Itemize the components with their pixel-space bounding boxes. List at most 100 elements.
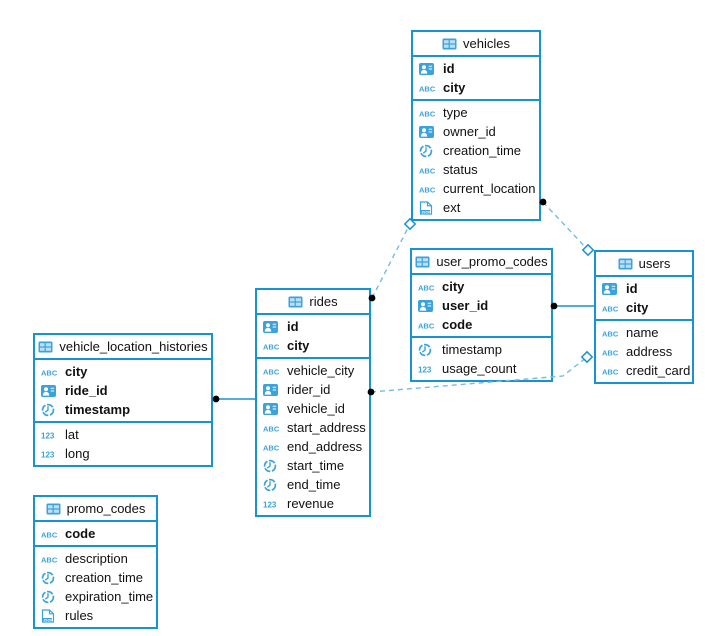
column-row-end_time[interactable]: end_time (257, 475, 369, 494)
column-name: expiration_time (65, 589, 154, 604)
column-name: id (626, 281, 638, 296)
column-row-end_address[interactable]: ABC end_address (257, 437, 369, 456)
column-name: owner_id (443, 124, 496, 139)
column-row-address[interactable]: ABC address (596, 342, 692, 361)
table-user_promo_codes[interactable]: user_promo_codes ABC city user_id ABC co… (410, 248, 553, 382)
column-row-current_location[interactable]: ABC current_location (413, 179, 539, 198)
id-icon (263, 320, 282, 333)
column-name: status (443, 162, 478, 177)
table-vehicle_location_histories[interactable]: vehicle_location_histories ABC city ride… (33, 333, 213, 467)
column-row-rules[interactable]: JSON rules (35, 606, 156, 625)
column-name: usage_count (442, 361, 517, 376)
table-title: users (638, 256, 671, 271)
columns-section: ABC description creation_time expiration… (35, 547, 156, 627)
time-icon (41, 403, 60, 417)
table-icon (38, 341, 53, 353)
pk-row-timestamp[interactable]: timestamp (35, 400, 211, 419)
relation-rides-vehicles[interactable] (371, 223, 411, 299)
column-name: end_address (287, 439, 363, 454)
svg-text:ABC: ABC (602, 367, 619, 376)
table-vehicles[interactable]: vehicles id ABC city ABC type owner_id c… (411, 30, 541, 221)
primary-key-section: ABC city user_id ABC code (412, 275, 551, 338)
pk-row-id[interactable]: id (257, 317, 369, 336)
id-icon (419, 62, 438, 75)
pk-row-code[interactable]: ABC code (412, 315, 551, 334)
pk-row-ride_id[interactable]: ride_id (35, 381, 211, 400)
relation-endpoint-diamond (581, 243, 595, 257)
table-users[interactable]: users id ABC city ABC name ABC address A… (594, 250, 694, 384)
table-title: vehicles (463, 36, 510, 51)
number-icon: 123 (41, 449, 60, 459)
relation-vehicles-users[interactable] (542, 201, 589, 251)
relation-endpoint-diamond (580, 350, 594, 364)
column-row-name[interactable]: ABC name (596, 323, 692, 342)
pk-row-city[interactable]: ABC city (257, 336, 369, 355)
primary-key-section: id ABC city (596, 277, 692, 321)
column-row-expiration_time[interactable]: expiration_time (35, 587, 156, 606)
string-icon: ABC (419, 184, 438, 194)
column-row-lat[interactable]: 123 lat (35, 425, 211, 444)
pk-row-city[interactable]: ABC city (412, 277, 551, 296)
svg-text:ABC: ABC (419, 84, 436, 93)
table-header[interactable]: rides (257, 290, 369, 315)
json-icon: JSON (41, 608, 60, 623)
column-row-description[interactable]: ABC description (35, 549, 156, 568)
pk-row-user_id[interactable]: user_id (412, 296, 551, 315)
column-row-start_time[interactable]: start_time (257, 456, 369, 475)
json-icon: JSON (419, 200, 438, 215)
table-rides[interactable]: rides id ABC city ABC vehicle_city rider… (255, 288, 371, 517)
pk-row-id[interactable]: id (596, 279, 692, 298)
pk-row-city[interactable]: ABC city (413, 78, 539, 97)
table-promo_codes[interactable]: promo_codes ABC code ABC description cre… (33, 495, 158, 629)
table-header[interactable]: promo_codes (35, 497, 156, 522)
svg-text:JSON: JSON (421, 210, 431, 214)
column-name: id (443, 61, 455, 76)
time-icon (41, 590, 60, 604)
column-name: city (443, 80, 466, 95)
string-icon: ABC (41, 367, 60, 377)
svg-text:123: 123 (41, 450, 55, 459)
column-name: timestamp (65, 402, 131, 417)
column-name: code (65, 526, 96, 541)
column-row-status[interactable]: ABC status (413, 160, 539, 179)
column-name: city (442, 279, 465, 294)
pk-row-id[interactable]: id (413, 59, 539, 78)
table-header[interactable]: vehicle_location_histories (35, 335, 211, 360)
table-header[interactable]: user_promo_codes (412, 250, 551, 275)
pk-row-city[interactable]: ABC city (35, 362, 211, 381)
table-header[interactable]: users (596, 252, 692, 277)
column-name: creation_time (65, 570, 144, 585)
column-row-credit_card[interactable]: ABC credit_card (596, 361, 692, 380)
pk-row-city[interactable]: ABC city (596, 298, 692, 317)
column-row-vehicle_city[interactable]: ABC vehicle_city (257, 361, 369, 380)
column-row-revenue[interactable]: 123 revenue (257, 494, 369, 513)
column-name: rules (65, 608, 94, 623)
string-icon: ABC (602, 303, 621, 313)
column-row-start_address[interactable]: ABC start_address (257, 418, 369, 437)
string-icon: ABC (419, 108, 438, 118)
column-name: timestamp (442, 342, 502, 357)
column-row-vehicle_id[interactable]: vehicle_id (257, 399, 369, 418)
column-name: city (626, 300, 649, 315)
column-row-usage_count[interactable]: 123 usage_count (412, 359, 551, 378)
column-row-creation_time[interactable]: creation_time (413, 141, 539, 160)
column-name: revenue (287, 496, 334, 511)
column-name: name (626, 325, 659, 340)
string-icon: ABC (263, 423, 282, 433)
svg-text:ABC: ABC (419, 109, 436, 118)
pk-row-code[interactable]: ABC code (35, 524, 156, 543)
column-row-rider_id[interactable]: rider_id (257, 380, 369, 399)
svg-text:123: 123 (263, 500, 277, 509)
string-icon: ABC (418, 320, 437, 330)
table-icon (46, 503, 61, 515)
column-row-type[interactable]: ABC type (413, 103, 539, 122)
primary-key-section: id ABC city (257, 315, 369, 359)
table-header[interactable]: vehicles (413, 32, 539, 57)
column-row-ext[interactable]: JSON ext (413, 198, 539, 217)
svg-text:ABC: ABC (41, 530, 58, 539)
column-row-creation_time[interactable]: creation_time (35, 568, 156, 587)
column-row-owner_id[interactable]: owner_id (413, 122, 539, 141)
column-row-long[interactable]: 123 long (35, 444, 211, 463)
column-row-timestamp[interactable]: timestamp (412, 340, 551, 359)
